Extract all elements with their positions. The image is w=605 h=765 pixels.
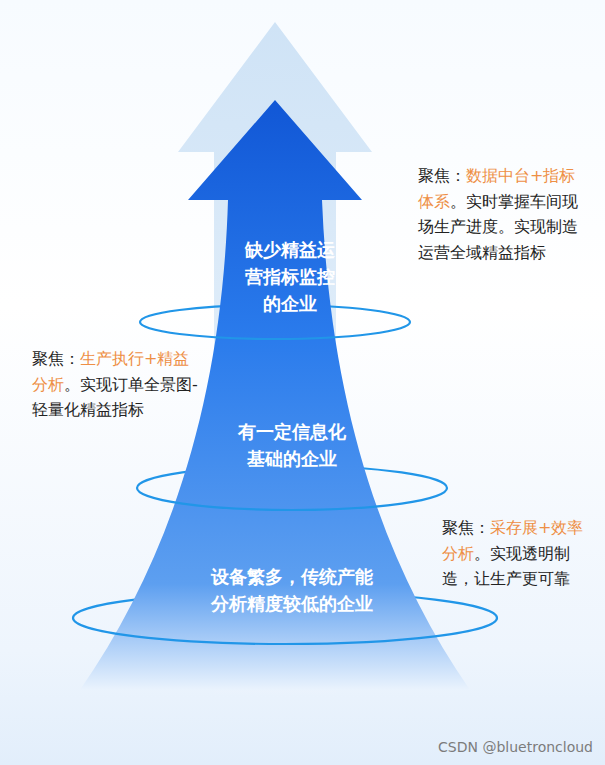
ring-front [140,322,410,339]
focus-callout: 聚焦：生产执行+精益分析。实现订单全景图-轻量化精益指标 [32,346,200,423]
stage-text: 有一定信息化基础的企业 [235,418,349,472]
focus-text: 聚焦： [442,518,490,537]
main-arrow [80,100,470,690]
stage-text: 缺少精益运营指标监控的企业 [243,236,337,317]
ring-front [73,618,497,644]
focus-callout: 聚焦：数据中台+指标体系。实时掌握车间现场生产进度。实现制造运营全域精益指标 [418,163,586,265]
focus-text: 聚焦： [418,166,466,185]
focus-text: 聚焦： [32,349,80,368]
watermark: CSDN @bluetroncloud [438,739,593,755]
stage-text: 设备繁多，传统产能分析精度较低的企业 [206,563,378,617]
ring-front [137,488,447,510]
focus-callout: 聚焦：采存展+效率分析。实现透明制造，让生产更可靠 [442,515,594,592]
